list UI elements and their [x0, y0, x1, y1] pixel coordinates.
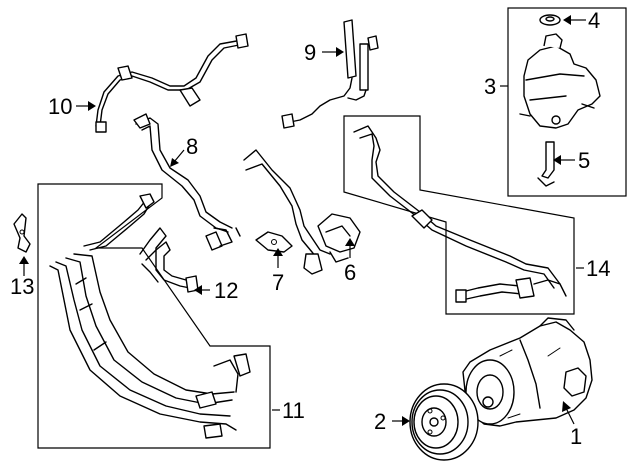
pressure-line-group-frame: [343, 115, 575, 315]
line-bracket: [255, 231, 293, 253]
cooler-pipe: [243, 149, 361, 275]
reservoir-cap: [539, 14, 561, 26]
callout-14: 14: [586, 256, 610, 281]
cooler-hose: [133, 113, 241, 251]
reservoir-hose: [537, 141, 555, 187]
suction-hose: [139, 227, 199, 293]
callout-5: 5: [578, 148, 590, 173]
mounting-bracket: [13, 213, 31, 253]
callout-3: 3: [484, 74, 496, 99]
callout-8: 8: [186, 134, 198, 159]
return-hose-assembly: [49, 193, 251, 439]
pressure-hose-assembly: [353, 125, 567, 303]
power-steering-pump: [462, 317, 593, 427]
reservoir-group-frame: [507, 7, 627, 197]
callout-7: 7: [272, 270, 284, 295]
callout-labels: 1 2 3 4 5 6 7 8 9 10 11 12 13 14: [10, 8, 610, 449]
callout-13: 13: [10, 274, 34, 299]
fluid-reservoir: [519, 33, 601, 129]
return-line: [95, 33, 249, 133]
pump-pulley: [409, 383, 479, 461]
callout-10: 10: [48, 94, 72, 119]
return-line-group-frame: [37, 183, 271, 449]
callout-leaders: [19, 15, 586, 426]
callout-11: 11: [282, 398, 305, 423]
callout-4: 4: [588, 8, 600, 33]
callout-9: 9: [304, 40, 316, 65]
callout-12: 12: [214, 278, 238, 303]
callout-1: 1: [570, 424, 582, 449]
callout-2: 2: [374, 409, 386, 434]
callout-6: 6: [344, 260, 356, 285]
pressure-sensor-line: [281, 19, 379, 129]
